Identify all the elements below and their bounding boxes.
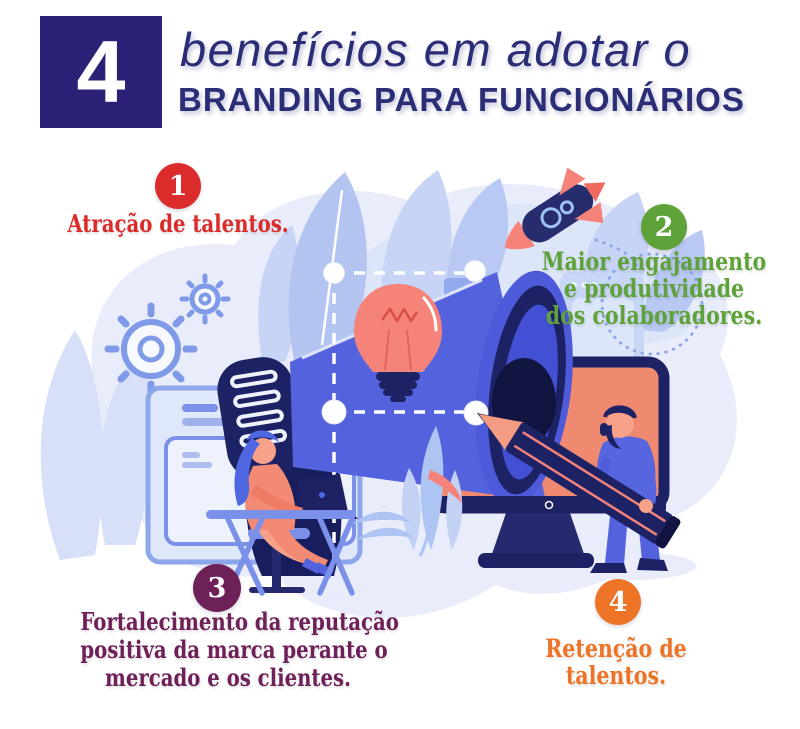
page-title-line1: benefícios em adotar o	[180, 23, 692, 76]
rocket-icon	[504, 167, 606, 250]
man-hand	[639, 499, 653, 513]
dashed-plan-path	[321, 260, 489, 558]
page-title-line2: BRANDING PARA FUNCIONÁRIOS	[178, 81, 745, 118]
gear-small	[179, 273, 231, 325]
benefit-1-text: Atração de talentos.	[67, 209, 289, 238]
benefit-4-text: Retenção de talentos.	[545, 634, 687, 690]
desk	[206, 510, 356, 596]
plant-decoration	[352, 426, 463, 557]
benefit-4-number-badge: 4	[595, 579, 641, 625]
count-badge-square: 4	[40, 16, 162, 128]
benefit-1-number-badge: 1	[155, 163, 201, 209]
gears-icon	[104, 273, 231, 396]
giant-pencil	[477, 413, 681, 549]
lightbulb-icon	[354, 284, 442, 402]
count-number: 4	[76, 22, 126, 121]
dotted-path	[594, 238, 704, 356]
left-leaves	[40, 330, 153, 560]
benefit-4-number: 4	[608, 586, 628, 618]
benefit-3-number-badge: 3	[193, 564, 241, 612]
gear-large	[104, 302, 198, 396]
benefit-2-number-badge: 2	[641, 204, 687, 250]
benefit-2-number: 2	[654, 211, 674, 243]
benefit-1-number: 1	[168, 170, 188, 202]
woman-at-desk	[206, 430, 358, 596]
benefit-3-text: Fortalecimento da reputação positiva da …	[80, 607, 399, 692]
benefit-2-text: Maior engajamento e produtividade dos co…	[541, 247, 767, 330]
benefit-3-number: 3	[207, 572, 227, 604]
